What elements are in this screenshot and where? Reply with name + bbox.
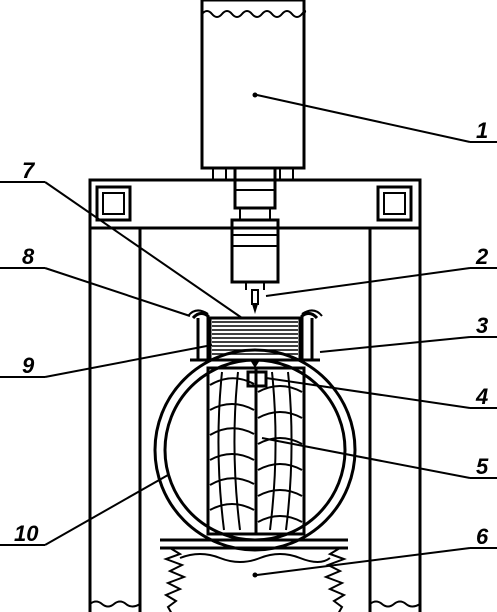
label-5: 5	[476, 454, 489, 479]
label-6: 6	[476, 524, 489, 549]
label-2: 2	[475, 244, 489, 269]
labels: 1 2 3 4 5 6 7 8 9 10	[14, 118, 489, 549]
label-4: 4	[475, 384, 488, 409]
label-1: 1	[476, 118, 488, 143]
wood-specimen	[206, 366, 306, 536]
label-8: 8	[22, 244, 35, 269]
frame	[88, 178, 422, 612]
label-7: 7	[22, 158, 36, 183]
sample-stack	[187, 309, 323, 362]
label-3: 3	[476, 313, 488, 338]
leader-lines	[0, 94, 497, 576]
spindle-chuck	[230, 166, 280, 290]
actuator-cylinder	[200, 0, 307, 181]
label-9: 9	[22, 353, 35, 378]
indenter-needle	[251, 289, 259, 314]
base-support	[160, 538, 348, 612]
label-10: 10	[14, 521, 39, 546]
